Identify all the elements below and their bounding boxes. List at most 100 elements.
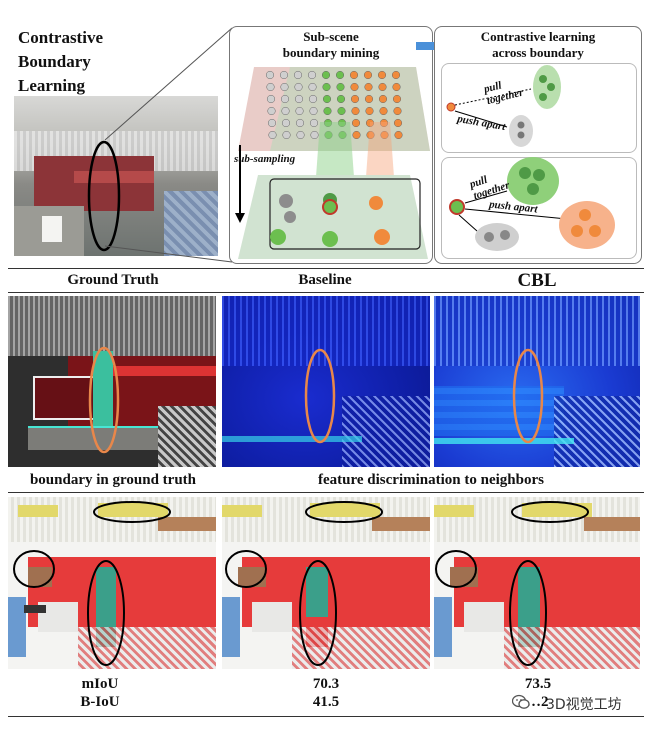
grid-point [267, 118, 277, 128]
ground-truth-boundary-image [8, 296, 216, 467]
gt-segmentation-image [8, 497, 216, 669]
label-ground-truth: Ground Truth [67, 272, 159, 288]
grid-point [393, 106, 402, 116]
grid-point [350, 94, 360, 104]
grid-point [380, 130, 389, 140]
label-cbl: CBL [517, 270, 557, 291]
grid-point [281, 118, 291, 128]
baseline-seg-ellipses [225, 501, 383, 666]
grid-point [266, 94, 276, 104]
cbl-feature-image [434, 296, 640, 467]
grid-point [336, 82, 345, 92]
baseline-ellipse [304, 348, 336, 444]
contrastive-title-2: across boundary [492, 45, 584, 60]
grid-point [280, 82, 289, 92]
grid-point [364, 82, 373, 92]
label-baseline: Baseline [298, 272, 352, 288]
grid-point [265, 70, 275, 80]
cbl-segmentation-image [434, 497, 640, 669]
baseline-segmentation-image [222, 497, 430, 669]
contrast-illustration [446, 65, 615, 251]
grid-point [393, 118, 403, 128]
grid-point [322, 82, 331, 92]
grid-point [322, 94, 332, 104]
grid-point [279, 70, 289, 80]
grid-point [365, 106, 374, 116]
metric-name-miou: mIoU [81, 676, 119, 692]
grid-point [295, 118, 305, 128]
cbl-miou: 73.5 [524, 676, 552, 692]
grid-point [309, 118, 319, 128]
grid-point [351, 106, 360, 116]
grid-point [267, 106, 276, 116]
grid-point [307, 70, 317, 80]
grid-point [392, 82, 401, 92]
gt-seg-ellipses [13, 501, 171, 666]
grid-point [308, 82, 317, 92]
cbl-biou: …2 [526, 694, 549, 710]
contrastive-title-1: Contrastive learning [480, 29, 596, 44]
grid-point [294, 82, 303, 92]
grid-point [350, 82, 359, 92]
metric-name-biou: B-IoU [80, 694, 120, 710]
sub-scene-illustration [235, 67, 430, 259]
gt-ellipse [88, 346, 120, 454]
teaser-title: Contrastive Boundary Learning [18, 26, 103, 98]
grid-point [308, 94, 318, 104]
caption-boundary-gt: boundary in ground truth [29, 472, 197, 488]
grid-point [349, 70, 359, 80]
grid-point [392, 94, 402, 104]
grid-point [352, 130, 361, 140]
grid-point [281, 106, 290, 116]
grid-point [309, 106, 318, 116]
cbl-ellipse [512, 348, 544, 444]
baseline-feature-image [222, 296, 430, 467]
divider-4 [8, 716, 644, 717]
grid-point [366, 130, 375, 140]
grid-point [296, 130, 305, 140]
grid-point [351, 118, 361, 128]
title-line-2: Boundary [18, 52, 91, 71]
wechat-icon [511, 693, 530, 711]
caption-feature-discrimination: feature discrimination to neighbors [318, 472, 544, 488]
connector-lines [104, 27, 233, 263]
grid-point [335, 70, 345, 80]
grid-point [280, 94, 290, 104]
grid-point [294, 94, 304, 104]
baseline-miou: 70.3 [312, 676, 340, 692]
contrastive-learning-panel: Contrastive learning across boundary pul… [434, 26, 642, 264]
grid-point [310, 130, 319, 140]
grid-point [379, 106, 388, 116]
arrow-down-icon [235, 213, 245, 223]
baseline-biou: 41.5 [312, 694, 340, 710]
grid-point [336, 94, 346, 104]
sub-scene-title-1: Sub-scene [303, 29, 359, 44]
grid-point [378, 94, 388, 104]
sub-sampling-label: sub-sampling [234, 153, 296, 165]
grid-point [365, 118, 375, 128]
grid-point [321, 70, 331, 80]
grid-point [268, 130, 277, 140]
boundary-ellipse [87, 140, 121, 252]
scene-point-cloud-image [14, 96, 218, 256]
grid-point [295, 106, 304, 116]
grid-point [293, 70, 303, 80]
sub-scene-title-2: boundary mining [282, 45, 380, 60]
title-line-1: Contrastive [18, 28, 103, 47]
grid-point [364, 94, 374, 104]
grid-point [266, 82, 275, 92]
grid-point [378, 82, 387, 92]
grid-point [323, 106, 332, 116]
grid-point [394, 130, 403, 140]
grid-point [363, 70, 373, 80]
grid-point [377, 70, 387, 80]
grid-point [379, 118, 389, 128]
watermark-text: 3D视觉工坊 [546, 697, 622, 713]
cbl-seg-ellipses [435, 501, 589, 666]
divider-3 [8, 492, 644, 493]
sub-scene-boundary-mining-panel: Sub-scene boundary mining sub-sampling [229, 26, 433, 264]
grid-point [391, 70, 401, 80]
grid-point [337, 106, 346, 116]
grid-point [282, 130, 291, 140]
title-line-3: Learning [18, 76, 86, 95]
